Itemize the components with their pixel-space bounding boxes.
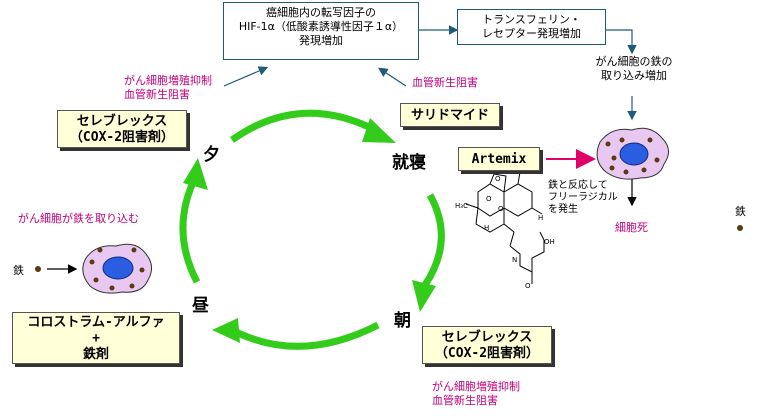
svg-text:H: H (538, 214, 543, 222)
arrow-center-inhibit (377, 67, 407, 87)
cycle-arrows (179, 109, 445, 350)
svg-text:O: O (525, 282, 531, 290)
iron-label-left: 鉄 (13, 264, 24, 277)
arrow-transferrin-down (606, 29, 637, 55)
colostrum-box: コロストラム-アルファ + 鉄剤 (12, 312, 180, 364)
thalidomide-label: サリドマイド (410, 108, 489, 123)
upper-center-inhibit-label: 血管新生阻害 (412, 76, 478, 89)
celebrex-bottom-line1: セレブレックス (441, 330, 533, 345)
iron-uptake-label: がん細胞の鉄の 取り込み増加 (582, 55, 686, 83)
transferrin-line1: トランスフェリン・ (482, 13, 581, 26)
artemix-label: Artemix (471, 152, 527, 167)
svg-text:N: N (512, 256, 517, 264)
svg-text:OH: OH (544, 238, 555, 246)
cycle-head-left (183, 158, 208, 190)
celebrex-bottom-box: セレブレックス （COX-2阻害剤） (422, 326, 552, 364)
iron-uptake-line1: がん細胞の鉄の (595, 55, 673, 68)
svg-text:O: O (495, 175, 501, 183)
cycle-head-bottom (212, 318, 240, 343)
cycle-label-evening: 夕 (203, 145, 220, 165)
celebrex-top-box: セレブレックス （COX-2阻害剤） (57, 110, 187, 148)
cycle-head-right (412, 280, 436, 312)
svg-text:H: H (484, 224, 489, 232)
iron-uptake-line2: 取り込み増加 (601, 69, 667, 82)
celebrex-bottom-line2: （COX-2阻害剤） (434, 346, 540, 361)
celebrex-top-line2: （COX-2阻害剤） (69, 130, 175, 145)
iron-dot-right (737, 225, 743, 231)
thalidomide-box: サリドマイド (400, 103, 500, 127)
cycle-arc-right (422, 193, 445, 287)
hif1a-line3: 発現増加 (299, 34, 343, 47)
lower-inhibit-line1: がん細胞増殖抑制 (432, 380, 520, 393)
cycle-label-bedtime: 就寝 (392, 153, 426, 173)
svg-text:O: O (486, 195, 492, 203)
cancer-cell-left (82, 243, 152, 294)
hif1a-line2: HIF-1α（低酸素誘導性因子１α） (238, 20, 404, 33)
cycle-arrowheads (183, 118, 436, 343)
colostrum-line3: 鉄剤 (82, 347, 109, 362)
cancer-cell-right (596, 127, 669, 180)
iron-dot-left (35, 266, 41, 272)
upper-left-inhibit-line2: 血管新生阻害 (124, 88, 190, 101)
arrow-left-inhibit (223, 66, 269, 87)
hif1a-line1: 癌細胞内の転写因子の (266, 6, 376, 19)
reaction-note: 鉄と反応して フリーラジカル を発生 (548, 180, 618, 216)
hif1a-box: 癌細胞内の転写因子の HIF-1α（低酸素誘導性因子１α） 発現増加 (223, 2, 419, 60)
transferrin-line2: レセプター発現増加 (482, 27, 581, 40)
reaction-note-line3: を発生 (548, 204, 578, 215)
artemix-box: Artemix (458, 147, 540, 171)
artemisinin-structure (465, 171, 545, 284)
upper-left-inhibit-label: がん細胞増殖抑制 血管新生阻害 (124, 74, 212, 102)
colostrum-line1: コロストラム-アルファ (27, 315, 165, 330)
iron-label-right: 鉄 (735, 205, 746, 218)
cycle-arc-bottom (230, 321, 380, 350)
reaction-note-line2: フリーラジカル (548, 192, 618, 203)
colostrum-line2: + (92, 331, 100, 346)
transferrin-box: トランスフェリン・ レセプター発現増加 (457, 9, 606, 45)
reaction-note-line1: 鉄と反応して (548, 180, 608, 191)
svg-text:O: O (498, 205, 504, 213)
lower-inhibit-label: がん細胞増殖抑制 血管新生阻害 (432, 380, 520, 408)
cycle-arc-left (179, 176, 201, 284)
cycle-label-noon: 昼 (192, 296, 209, 316)
cycle-head-top (362, 118, 396, 143)
lower-inhibit-line2: 血管新生阻害 (432, 394, 498, 407)
cycle-arc-top (229, 109, 377, 143)
cell-takes-iron-label: がん細胞が鉄を取り込む (18, 212, 139, 225)
svg-text:H₃C: H₃C (455, 202, 468, 210)
upper-left-inhibit-line1: がん細胞増殖抑制 (124, 74, 212, 87)
cycle-label-morning: 朝 (394, 311, 411, 331)
cell-death-label: 細胞死 (615, 221, 648, 234)
celebrex-top-line1: セレブレックス (76, 114, 168, 129)
